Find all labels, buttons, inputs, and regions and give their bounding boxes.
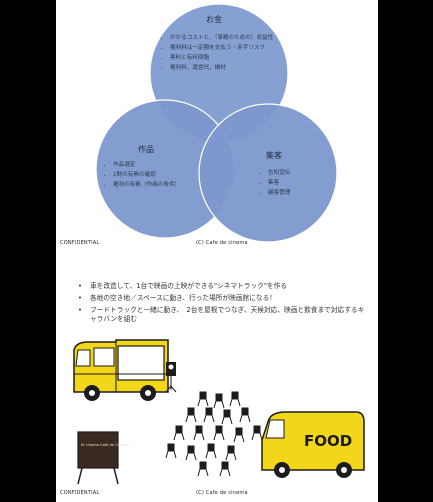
work-item: 1財の有無の確認 (113, 172, 204, 180)
money-item: 権利料は一定額を支払う・赤字リスク (170, 45, 279, 53)
chair-icon (251, 425, 263, 441)
audience-item: 顧客管理 (268, 190, 339, 198)
work-title: 作品 (138, 145, 154, 154)
work-item: 権利の有無（作画の条件） (113, 182, 204, 190)
chair-icon (193, 425, 205, 441)
bullet-list: 車を改造して、1台で映画の上映ができる"シネマトラック"を作る 各地の空き地／ス… (78, 282, 368, 327)
work-list: 作品選定 1財の有無の確認 権利の有無（作画の条件） (104, 162, 204, 192)
chalkboard-sign-icon (77, 431, 119, 485)
money-item: 権利料、運営代、機材 (170, 65, 279, 73)
document-page: お金 かかるコストと、（事務のための）収益性 権利料は一定額を支払う・赤字リスク… (56, 0, 378, 502)
chair-icon (197, 461, 209, 477)
chair-icon (229, 391, 241, 407)
bullet-item: 車を改造して、1台で映画の上映ができる"シネマトラック"を作る (78, 282, 368, 291)
chair-icon (239, 407, 251, 423)
chair-icon (197, 391, 209, 407)
slide1-footer-center: (C) Cafe de cinema (196, 240, 248, 246)
chair-icon (205, 443, 217, 459)
chair-icon (173, 425, 185, 441)
money-list: かかるコストと、（事務のための）収益性 権利料は一定額を支払う・赤字リスク 黒料… (161, 35, 279, 75)
audience-item: 集客 (268, 180, 339, 188)
chair-icon (213, 425, 225, 441)
audience-item: 告知宣伝 (268, 170, 339, 178)
cinema-truck-icon (73, 339, 169, 401)
money-item: かかるコストと、（事務のための）収益性 (170, 35, 279, 43)
cinema-truck-slide: 車を改造して、1台で映画の上映ができる"シネマトラック"を作る 各地の空き地／ス… (56, 262, 378, 502)
venn-diagram (95, 3, 338, 243)
speaker-icon (165, 362, 177, 393)
chairs-group (165, 391, 263, 477)
audience-circle (198, 103, 338, 243)
venn-slide: お金 かかるコストと、（事務のための）収益性 権利料は一定額を支払う・赤字リスク… (56, 0, 378, 248)
audience-title: 集客 (266, 151, 282, 160)
money-title: お金 (206, 15, 222, 24)
slide2-footer-left: CONFIDENTIAL (60, 490, 100, 496)
food-label: FOOD (304, 432, 352, 450)
bullet-item: フードトラックと一緒に動き、 2台を屋根でつなぎ、天候対応、映画と飲食まで対応す… (78, 306, 368, 324)
slide2-footer-center: (C) Cafe de cinema (196, 490, 248, 496)
bullet-item: 各地の空き地／スペースに動き、行った場所が映画館になる！ (78, 294, 368, 303)
illustration: FOOD Et cinema Cafe de Cinema (73, 339, 365, 485)
audience-list: 告知宣伝 集客 顧客管理 (259, 170, 339, 200)
board-label: Et cinema Cafe de Cinema (81, 443, 129, 447)
chair-icon (213, 393, 225, 409)
chair-icon (221, 409, 233, 425)
slide1-footer-left: CONFIDENTIAL (60, 240, 100, 246)
chair-icon (203, 407, 215, 423)
chair-icon (233, 427, 245, 443)
chair-icon (165, 443, 177, 459)
food-truck-icon (261, 411, 365, 478)
chair-icon (185, 445, 197, 461)
chair-icon (185, 407, 197, 423)
money-item: 黒料と有料問題 (170, 55, 279, 63)
work-item: 作品選定 (113, 162, 204, 170)
chair-icon (225, 445, 237, 461)
chair-icon (219, 461, 231, 477)
